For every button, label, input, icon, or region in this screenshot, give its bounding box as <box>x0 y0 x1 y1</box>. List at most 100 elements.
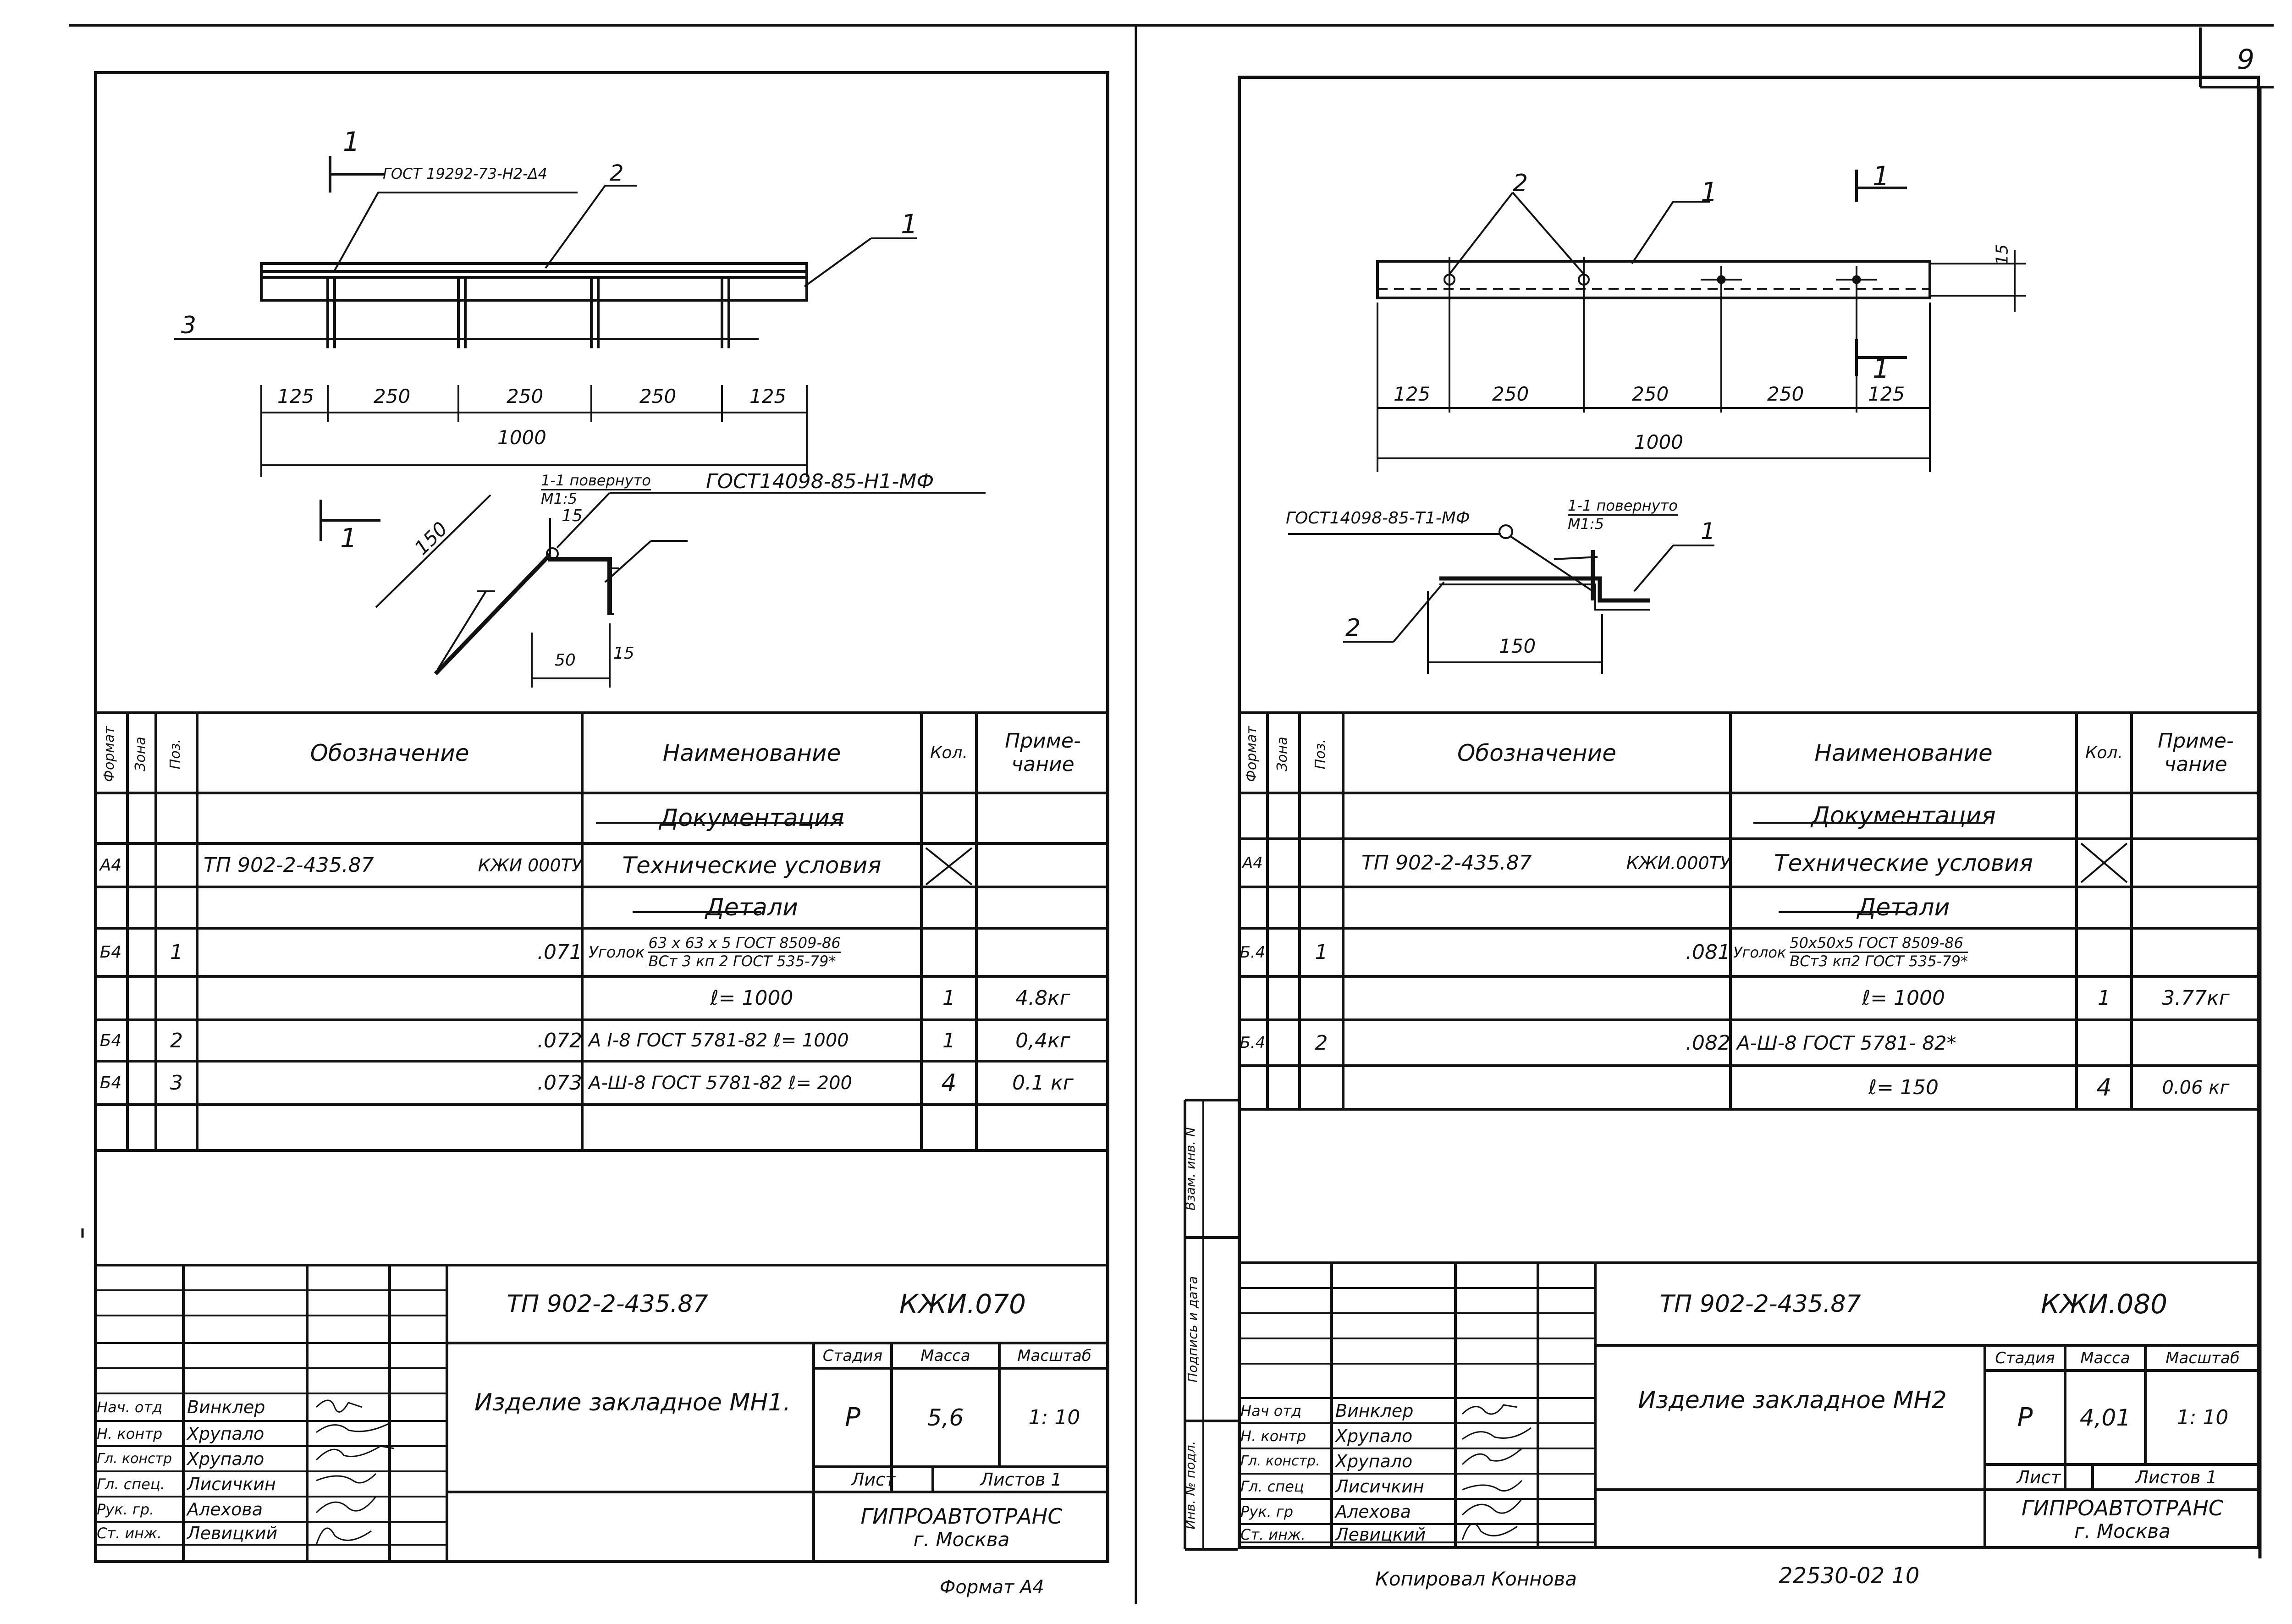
mn1-dim-3: 250 <box>507 385 544 407</box>
mn2-row-3-name: Детали <box>1857 894 1950 921</box>
mn2-city: г. Москва <box>2074 1520 2171 1543</box>
mn2-signer-3-role: Гл. констр. <box>1240 1453 1320 1469</box>
mn1-row-2-designation-right: КЖИ 000ТУ <box>478 855 582 875</box>
mn2-signer-6-name: Левицкий <box>1335 1524 1426 1545</box>
mn2-dim-4: 250 <box>1767 383 1804 405</box>
mn1-row-7-qty: 4 <box>941 1069 957 1097</box>
mn2-signer-4-role: Гл. спец <box>1240 1477 1304 1495</box>
mn1-row-4-format: Б4 <box>99 943 122 962</box>
mn1-pos-1-label: 1 <box>901 209 918 240</box>
mn2-signer-2-name: Хрупало <box>1335 1426 1413 1446</box>
copied-by-note: Копировал Коннова <box>1375 1568 1577 1590</box>
mn1-row-6-format: Б4 <box>99 1031 122 1050</box>
mn1-row-1-name: Документация <box>659 804 844 832</box>
mn1-row-4-name-prefix: Уголок <box>589 943 645 962</box>
mn2-signer-3-name: Хрупало <box>1335 1451 1413 1471</box>
mn1-row-4-name-frac: 63 x 63 x 5 ГОСТ 8509-86 ВСт 3 кп 2 ГОСТ… <box>648 935 841 970</box>
mn1-row-4-pos: 1 <box>170 941 183 964</box>
mn2-dim-3: 250 <box>1632 383 1669 405</box>
mn1-pos-3-label: 3 <box>181 312 197 339</box>
mn1-signer-3-role: Гл. констр <box>97 1451 172 1467</box>
mn2-signer-2-role: Н. контр <box>1240 1427 1306 1445</box>
mn1-row-4-name-top: 63 x 63 x 5 ГОСТ 8509-86 <box>648 935 841 953</box>
mn2-row-5-note: 3.77кг <box>2162 986 2230 1010</box>
mn2-org: ГИПРОАВТОТРАНС <box>2022 1496 2223 1521</box>
mn2-header-note-line1: Приме- <box>2158 729 2234 753</box>
mn2-stage: Р <box>2017 1403 2033 1432</box>
mn1-angle-gap: 15 <box>613 644 634 663</box>
mn1-signer-4-name: Лисичкин <box>187 1474 276 1494</box>
mn2-pos-2-label: 2 <box>1513 170 1528 197</box>
mn1-mass: 5,6 <box>927 1404 964 1431</box>
mn2-signer-5-name: Алехова <box>1335 1501 1411 1522</box>
mn1-row-4-name: Уголок 63 x 63 x 5 ГОСТ 8509-86 ВСт 3 кп… <box>582 928 928 976</box>
mn1-row-6-qty: 1 <box>942 1029 955 1052</box>
mn2-weld-note: ГОСТ14098-85-Т1-МФ <box>1286 509 1470 528</box>
mn2-section-label: 1-1 повернуто М1:5 <box>1568 497 1678 533</box>
mn2-row-2-name: Технические условия <box>1774 849 2033 876</box>
mn1-sheet-label: Лист <box>851 1469 896 1490</box>
mn1-header-name: Наименование <box>662 739 841 766</box>
mn2-section-title: 1-1 повернуто <box>1568 497 1678 516</box>
mn1-doc-mark: КЖИ.070 <box>899 1288 1026 1320</box>
mn1-signer-4-role: Гл. спец. <box>97 1475 165 1493</box>
mn2-pos-1-label: 1 <box>1701 176 1718 208</box>
mn2-row-6-designation-right: .082 <box>1686 1031 1730 1055</box>
mn1-sheets-label: Листов 1 <box>980 1469 1062 1490</box>
archive-number: 22530-02 10 <box>1779 1563 1920 1589</box>
mn1-pos-2-label: 2 <box>610 160 624 186</box>
mn2-signer-4-name: Лисичкин <box>1335 1476 1424 1497</box>
mn2-dim-5: 125 <box>1868 383 1905 405</box>
mn1-signer-1-name: Винклер <box>187 1397 265 1417</box>
sheet-mn1-frame <box>94 71 1109 1563</box>
mn1-row-6-pos: 2 <box>170 1029 183 1052</box>
mn1-row-6-designation-right: .072 <box>537 1029 582 1052</box>
mn1-weld-note: ГОСТ14098-85-Н1-МФ <box>706 470 934 493</box>
mn1-row-6-note: 0,4кг <box>1015 1029 1070 1052</box>
mn2-total-dim: 1000 <box>1634 431 1683 453</box>
mn1-header-note-line2: чание <box>1011 752 1074 776</box>
mn2-header-note: Приме-чание <box>2132 713 2260 793</box>
mn2-row-7-name: ℓ= 150 <box>1868 1076 1939 1099</box>
mn1-signer-3-name: Хрупало <box>187 1448 264 1469</box>
mn1-section-scale: М1:5 <box>541 490 578 507</box>
mn1-section-label: 1-1 повернуто М1:5 <box>541 472 651 507</box>
mn2-header-note-line2: чание <box>2164 752 2227 776</box>
mn2-row-6-pos: 2 <box>1315 1031 1328 1055</box>
mn2-pos-1-section: 1 <box>1701 518 1715 545</box>
mn1-signer-2-name: Хрупало <box>187 1423 264 1444</box>
mn1-org-block: ГИПРОАВТОТРАНС г. Москва <box>814 1492 1109 1563</box>
mn2-section-scale: М1:5 <box>1568 515 1604 533</box>
mn1-signatures <box>315 1399 395 1545</box>
mn2-header-name: Наименование <box>1814 739 1993 766</box>
mn1-signer-1-role: Нач. отд <box>97 1398 163 1416</box>
mn2-row-2-format: А4 <box>1242 853 1263 872</box>
mn2-mass: 4,01 <box>2079 1404 2131 1431</box>
mn2-section-mark-top: 1 <box>1873 160 1890 192</box>
mn1-top-note: ГОСТ 19292-73-Н2-Δ4 <box>383 165 547 182</box>
mn1-dim-2: 250 <box>374 385 411 407</box>
page-number: 9 <box>2237 44 2255 76</box>
mn1-mass-label: Масса <box>920 1346 970 1365</box>
mn1-row-4-name-bottom: ВСт 3 кп 2 ГОСТ 535-79* <box>648 952 836 970</box>
mn1-scale: 1: 10 <box>1028 1406 1080 1429</box>
mn1-section-mark-bottom: 1 <box>340 523 357 554</box>
mn1-stage-label: Стадия <box>822 1346 883 1365</box>
mn1-row-7-note: 0.1 кг <box>1012 1071 1074 1095</box>
mn2-pos-2-section: 2 <box>1345 614 1361 642</box>
mn1-row-5-qty: 1 <box>942 986 955 1010</box>
mn1-row-7-pos: 3 <box>170 1071 183 1095</box>
mn1-city: г. Москва <box>913 1528 1010 1551</box>
mn2-signer-5-role: Рук. гр <box>1240 1503 1294 1520</box>
mn1-header-note: Приме-чание <box>976 713 1109 793</box>
mn2-row-4-pos: 1 <box>1315 941 1328 964</box>
mn1-dim-5: 125 <box>749 385 787 407</box>
mn1-angle-off: 15 <box>562 506 583 525</box>
mn1-row-6-name: А I-8 ГОСТ 5781-82 ℓ= 1000 <box>589 1030 849 1051</box>
mn1-header-note-line1: Приме- <box>1005 729 1081 753</box>
